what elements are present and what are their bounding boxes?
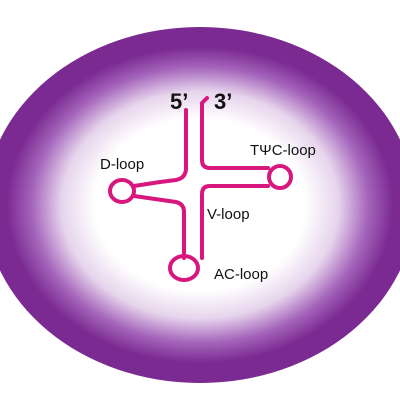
v-loop-label: V-loop (207, 206, 250, 223)
trna-strand (108, 96, 293, 282)
tpsic-arm-lower-strand (200, 184, 270, 206)
three-prime-label: 3’ (214, 89, 232, 114)
d-loop-label: D-loop (100, 156, 144, 173)
anticodon-loop (168, 254, 200, 282)
acceptor-stem-5prime-strand (158, 108, 188, 184)
tpsic-loop-label: TΨC-loop (250, 142, 316, 159)
d-arm-upper-strand (132, 180, 162, 188)
ac-loop-label: AC-loop (214, 266, 268, 283)
five-prime-label: 5’ (170, 89, 188, 114)
acceptor-stem-3prime-strand (200, 96, 270, 170)
d-loop (108, 178, 136, 204)
tpsic-loop (267, 164, 293, 190)
